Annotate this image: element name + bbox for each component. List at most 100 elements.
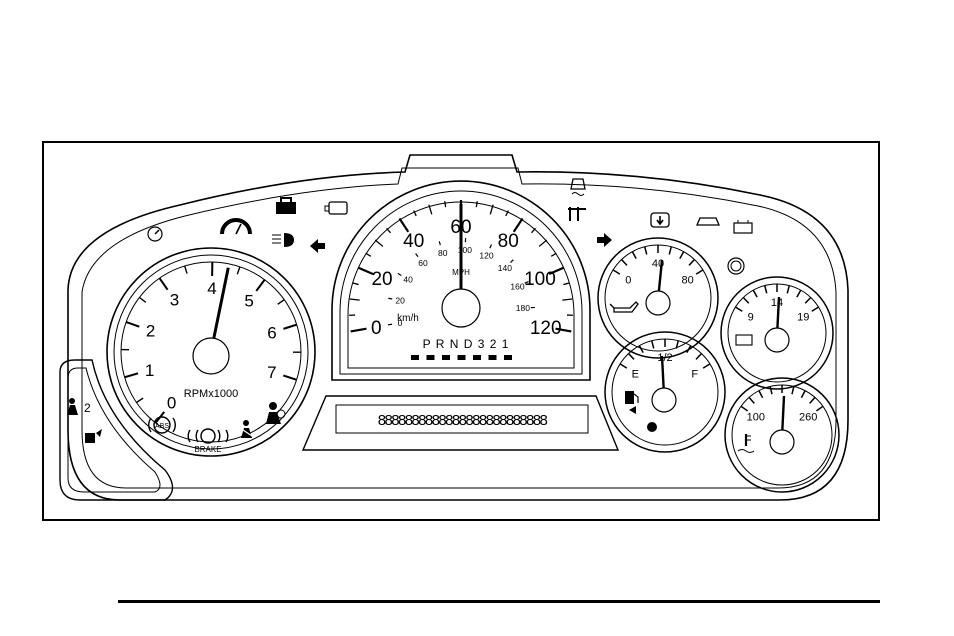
traction-off-icon	[570, 178, 586, 196]
speedometer-tick	[550, 252, 557, 257]
speedometer-tick	[512, 217, 524, 233]
tachometer-hub	[192, 337, 230, 375]
gear-dash	[488, 355, 497, 360]
fuel-tick-label: F	[691, 368, 698, 380]
oil-tick-label: 0	[625, 274, 631, 286]
cluster-housing	[67, 154, 849, 501]
tachometer-tick-label: 1	[145, 361, 154, 380]
fuel-tick	[638, 345, 644, 354]
gear-dash	[504, 355, 512, 360]
gear-dash	[442, 355, 450, 360]
cruise-icon	[147, 226, 163, 242]
tachometer-tick	[277, 299, 285, 305]
volt-tick-label: 9	[748, 312, 754, 324]
volt-tick	[742, 296, 750, 304]
speedometer-tick	[563, 282, 570, 286]
airbag-icon	[266, 402, 286, 424]
reset-knob	[727, 257, 745, 275]
oil-change-icon	[650, 212, 670, 228]
speedometer-mph-label: 20	[371, 269, 392, 290]
headlight-icon	[272, 233, 294, 247]
speedometer-kmh-tick	[489, 244, 492, 249]
speedometer-tick	[562, 298, 573, 301]
speedometer-tick	[505, 210, 509, 217]
speedometer-tick	[413, 210, 417, 217]
volt-tick	[804, 296, 812, 304]
speedometer-kmh-tick	[397, 272, 402, 277]
speedometer-kmh-tick	[415, 253, 419, 258]
fuel-pump-icon	[625, 391, 639, 414]
speedometer-tick	[538, 239, 548, 247]
volt-tick	[811, 306, 819, 312]
oil-tick	[668, 246, 672, 255]
voltmeter-gauge: 9 14 19	[720, 276, 834, 390]
brake-label: BRAKE	[194, 445, 221, 454]
odometer-display: 8888888888888888888888888	[301, 395, 620, 451]
coolant-temp-icon	[737, 434, 755, 453]
speedometer-mph-label: 100	[524, 269, 556, 290]
volt-tick-label: 14	[771, 297, 783, 309]
volt-battery-icon	[735, 334, 753, 346]
tachometer-tick	[236, 266, 241, 275]
fuel-tick-label: 1/2	[657, 352, 672, 364]
fuel-tick	[619, 363, 628, 369]
speedometer-kmh-label: 160	[510, 282, 524, 292]
temp-tick-label: 100	[747, 412, 765, 424]
speedometer-tick	[365, 252, 372, 257]
oil-tick	[620, 259, 628, 266]
gear-dash	[473, 355, 481, 360]
tachometer-tick	[184, 265, 188, 274]
abs-label: ABS	[155, 423, 169, 430]
fuel-tick	[695, 353, 703, 360]
tachometer-tick	[158, 277, 169, 291]
gear-dash	[411, 355, 419, 360]
speedometer-mph-label: 120	[530, 318, 562, 339]
temp-tick	[809, 396, 816, 404]
temp-tick	[769, 386, 773, 395]
tachometer-tick-label: 7	[267, 363, 276, 382]
speedometer-mph-label: 0	[371, 318, 382, 339]
speedometer-tick	[398, 217, 410, 233]
coolant-temp-gauge: 100 260	[724, 377, 840, 493]
tachometer-tick-label: 4	[207, 279, 216, 298]
speedometer-kmh-label: 180	[516, 303, 530, 313]
speedometer-kmh-label: 120	[479, 250, 493, 260]
speedometer-tick	[555, 327, 572, 333]
check-engine-icon	[324, 201, 348, 215]
tachometer-tick-label: 6	[267, 324, 276, 343]
gear-dashes	[411, 355, 512, 360]
speedometer-kmh-tick	[388, 323, 393, 326]
cluster-inner-housing	[81, 167, 837, 489]
security-lock-icon	[276, 197, 296, 214]
oil-tick	[631, 251, 637, 260]
speedometer-tick	[349, 298, 360, 301]
low-fuel-icon	[220, 218, 252, 235]
speedometer-kmh-label: 0	[398, 318, 403, 328]
speedometer-kmh-label: 20	[395, 295, 405, 305]
tachometer-tick-label: 2	[146, 322, 155, 341]
speedometer-tick	[475, 201, 478, 208]
speedometer-tick	[386, 227, 392, 234]
abs-icon: ABS	[148, 416, 176, 434]
passenger-airbag-icon: 2	[67, 398, 91, 415]
oil-tick	[679, 251, 685, 260]
temp-tick	[791, 386, 795, 395]
tachometer-tick	[125, 321, 140, 328]
dimmer-label: 2	[84, 401, 91, 415]
tachometer-tick	[124, 372, 139, 379]
speedometer-kmh-label: 140	[498, 263, 512, 273]
speedometer-tick	[428, 204, 433, 215]
oil-tick	[612, 269, 621, 275]
service-4wd-icon	[568, 207, 586, 221]
speedometer-kmh-label: 60	[418, 258, 428, 268]
temp-tick	[740, 405, 749, 412]
speedometer-tick	[357, 266, 374, 275]
temp-tick-label: 260	[799, 412, 817, 424]
volt-tick-label: 19	[797, 312, 809, 324]
speedometer-mph-label: 40	[403, 231, 424, 252]
page-footer-rule	[118, 600, 880, 603]
gear-indicator: P R N D 3 2 1	[423, 337, 510, 351]
tachometer-tick	[283, 323, 298, 330]
